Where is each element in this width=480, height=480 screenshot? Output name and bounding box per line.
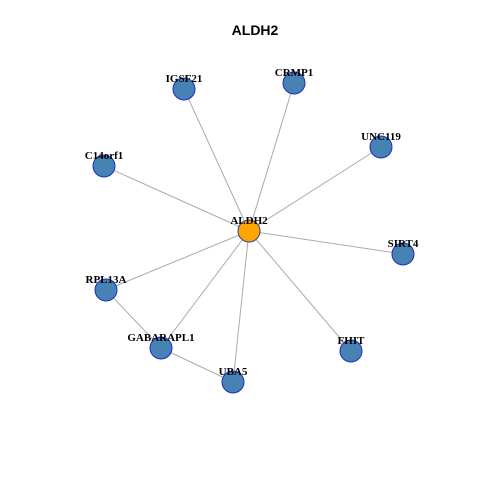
node-crmp1 bbox=[282, 71, 306, 95]
edge-aldh2-igsf21 bbox=[183, 88, 250, 232]
node-rpl13a bbox=[94, 278, 118, 302]
node-gabarapl1 bbox=[149, 336, 173, 360]
node-igsf21 bbox=[172, 77, 196, 101]
edge-gabarapl1-uba5 bbox=[160, 347, 234, 383]
node-label-c14orf1: C14orf1 bbox=[85, 150, 124, 162]
edge-aldh2-fhit bbox=[248, 230, 352, 352]
node-uba5 bbox=[221, 370, 245, 394]
node-fhit bbox=[339, 339, 363, 363]
edge-aldh2-sirt4 bbox=[248, 230, 404, 255]
edge-aldh2-unc119 bbox=[248, 146, 382, 232]
node-label-rpl13a: RPL13A bbox=[86, 274, 127, 286]
edge-aldh2-uba5 bbox=[232, 230, 250, 383]
nodes-layer bbox=[92, 71, 415, 394]
diagram-title: ALDH2 bbox=[232, 22, 279, 38]
node-label-aldh2: ALDH2 bbox=[230, 215, 268, 227]
edge-aldh2-c14orf1 bbox=[103, 165, 250, 232]
edge-aldh2-rpl13a bbox=[105, 230, 250, 291]
node-aldh2 bbox=[237, 219, 261, 243]
node-sirt4 bbox=[391, 242, 415, 266]
node-label-sirt4: SIRT4 bbox=[388, 238, 419, 250]
edge-rpl13a-gabarapl1 bbox=[105, 289, 162, 349]
edges-layer bbox=[103, 82, 404, 383]
node-label-fhit: FHIT bbox=[338, 335, 366, 347]
node-unc119 bbox=[369, 135, 393, 159]
node-label-uba5: UBA5 bbox=[219, 366, 248, 378]
edge-aldh2-crmp1 bbox=[248, 82, 295, 232]
node-label-gabarapl1: GABARAPL1 bbox=[127, 332, 194, 344]
edge-aldh2-gabarapl1 bbox=[160, 230, 250, 349]
node-c14orf1 bbox=[92, 154, 116, 178]
labels-layer: ALDH2 IGSF21 CRMP1UNC119C14orf1SIRT4RPL13A… bbox=[85, 67, 419, 378]
node-label-igsf21: IGSF21 bbox=[166, 73, 203, 85]
node-label-unc119: UNC119 bbox=[361, 131, 401, 143]
node-label-crmp1: CRMP1 bbox=[275, 67, 314, 79]
